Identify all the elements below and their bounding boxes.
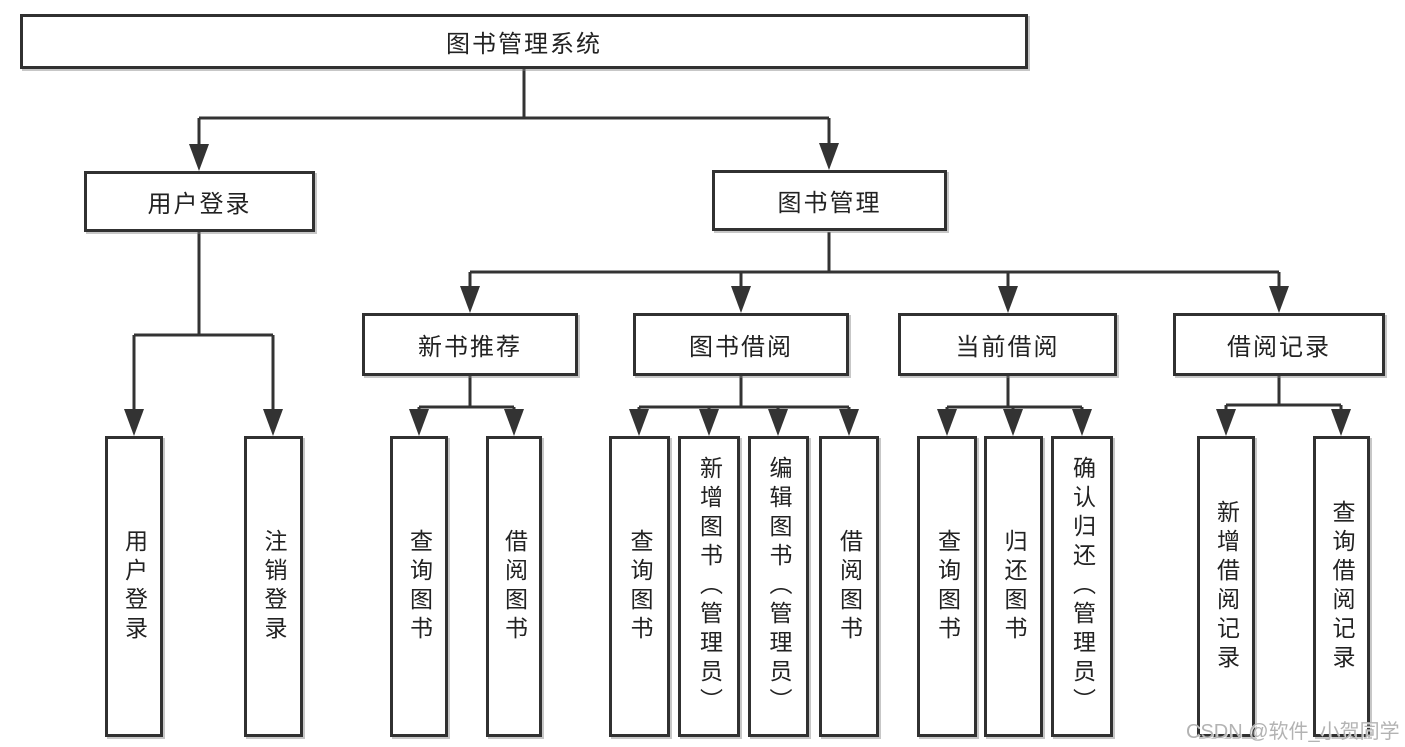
node-borrowing-records: 借阅记录 bbox=[1173, 313, 1385, 376]
node-label: 图书管理系统 bbox=[446, 31, 602, 58]
node-label: 图书管理 bbox=[777, 190, 882, 217]
node-label: 借阅记录 bbox=[1227, 334, 1331, 361]
node-label: 借阅图书 bbox=[836, 528, 863, 645]
node-new-book-recommend: 新书推荐 bbox=[362, 313, 578, 376]
node-user-login: 用户登录 bbox=[84, 171, 315, 232]
node-label: 确认归还（管理员） bbox=[1069, 456, 1096, 717]
node-label: 新增借阅记录 bbox=[1213, 499, 1240, 674]
node-label: 用户登录 bbox=[121, 528, 148, 645]
node-label: 注销登录 bbox=[261, 528, 287, 645]
node-leaf-add-books-admin: 新增图书（管理员） bbox=[678, 436, 740, 737]
node-label: 查询图书 bbox=[627, 528, 653, 645]
node-leaf-edit-books-admin: 编辑图书（管理员） bbox=[748, 436, 809, 737]
node-leaf-borrow-books-1: 借阅图书 bbox=[486, 436, 542, 737]
csdn-watermark: CSDN @软件_小贺同学 bbox=[1186, 721, 1400, 743]
node-current-borrowing: 当前借阅 bbox=[898, 313, 1117, 376]
node-leaf-query-books-1: 查询图书 bbox=[390, 436, 448, 737]
arrowheads bbox=[124, 143, 1351, 436]
node-leaf-confirm-return-admin: 确认归还（管理员） bbox=[1051, 436, 1113, 737]
node-book-borrowing: 图书借阅 bbox=[633, 313, 849, 376]
node-label: 归还图书 bbox=[1001, 528, 1027, 645]
node-label: 查询图书 bbox=[406, 528, 433, 645]
node-leaf-logout: 注销登录 bbox=[244, 436, 303, 737]
node-label: 借阅图书 bbox=[501, 528, 528, 645]
node-leaf-user-login: 用户登录 bbox=[105, 436, 163, 737]
node-label: 新书推荐 bbox=[418, 334, 522, 361]
node-label: 新增图书（管理员） bbox=[696, 456, 723, 717]
node-label: 查询借阅记录 bbox=[1329, 499, 1355, 674]
node-leaf-add-borrow-record: 新增借阅记录 bbox=[1197, 436, 1255, 737]
node-library-management-system: 图书管理系统 bbox=[20, 14, 1028, 69]
node-leaf-query-books-2: 查询图书 bbox=[609, 436, 670, 737]
node-leaf-query-borrow-record: 查询借阅记录 bbox=[1313, 436, 1370, 737]
node-book-management: 图书管理 bbox=[712, 170, 947, 231]
node-label: 图书借阅 bbox=[689, 334, 793, 361]
node-leaf-return-books: 归还图书 bbox=[984, 436, 1043, 737]
node-label: 用户登录 bbox=[147, 191, 252, 218]
node-label: 编辑图书（管理员） bbox=[766, 456, 792, 717]
node-leaf-query-books-3: 查询图书 bbox=[917, 436, 977, 737]
node-leaf-borrow-books-2: 借阅图书 bbox=[819, 436, 879, 737]
node-label: 查询图书 bbox=[934, 528, 961, 645]
node-label: 当前借阅 bbox=[955, 334, 1060, 361]
